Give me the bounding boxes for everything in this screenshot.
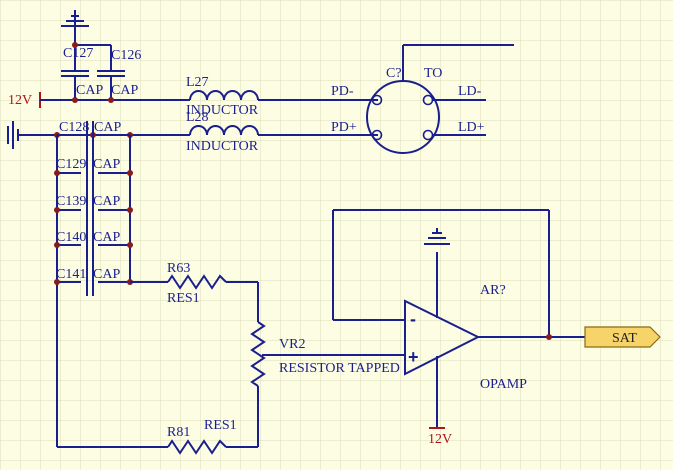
junction-dot	[127, 207, 133, 213]
inductor-l27[interactable]	[189, 90, 378, 101]
potentiometer-vr2[interactable]	[250, 321, 405, 447]
res1-top-label: RES1	[167, 291, 200, 306]
vr2-label: VR2	[279, 337, 305, 352]
c140-cap-label: CAP	[93, 230, 120, 245]
resistor-r63[interactable]	[130, 274, 259, 322]
pd-plus-label: PD+	[331, 120, 357, 135]
c128-label: C128	[59, 120, 89, 135]
c139-label: C139	[56, 194, 86, 209]
junction-dot	[546, 334, 552, 340]
junction-dot	[72, 97, 78, 103]
ld-minus-label: LD-	[458, 84, 482, 99]
c126-label: C126	[111, 48, 141, 63]
pd-minus-label: PD-	[331, 84, 354, 99]
c-q-label: C?	[386, 66, 402, 81]
junction-dot	[72, 42, 78, 48]
cap-label-b: CAP	[111, 83, 138, 98]
opamp-label: OPAMP	[480, 377, 527, 392]
supply-12v-bottom-label: 12V	[428, 432, 452, 447]
c141-label: C141	[56, 267, 86, 282]
to-label: TO	[424, 66, 442, 81]
to-package-component[interactable]	[366, 44, 514, 154]
junction-dot	[54, 170, 60, 176]
junction-dot	[108, 97, 114, 103]
junction-dot	[54, 279, 60, 285]
opamp-minus-pin: -	[410, 309, 416, 329]
opamp-plus-pin: +	[408, 347, 419, 367]
power-port-12v-left[interactable]	[39, 92, 190, 108]
port-sat[interactable]	[584, 326, 661, 348]
capacitor-c127[interactable]	[61, 44, 125, 100]
ld-plus-label: LD+	[458, 120, 485, 135]
junction-dot	[127, 242, 133, 248]
c139-cap-label: CAP	[93, 194, 120, 209]
l27-label: L27	[186, 75, 209, 90]
junction-dot	[54, 207, 60, 213]
l28-type-label: INDUCTOR	[186, 139, 259, 154]
supply-12v-left-label: 12V	[8, 93, 32, 108]
resistor-tapped-label: RESISTOR TAPPED	[279, 361, 400, 376]
junction-dot	[54, 242, 60, 248]
ar-label: AR?	[480, 283, 506, 298]
c129-cap-label: CAP	[93, 157, 120, 172]
resistor-r81[interactable]	[57, 439, 258, 455]
junction-dot	[127, 170, 133, 176]
r81-label: R81	[167, 425, 190, 440]
c141-cap-label: CAP	[93, 267, 120, 282]
sat-port-label: SAT	[612, 331, 637, 346]
cap-label-a: CAP	[76, 83, 103, 98]
c127-label: C127	[63, 46, 93, 61]
inductor-l28[interactable]	[189, 125, 378, 136]
ground-symbol-opamp	[424, 228, 450, 245]
r63-label: R63	[167, 261, 190, 276]
opamp-ar[interactable]	[332, 209, 585, 428]
res1-bottom-label: RES1	[204, 418, 237, 433]
c140-label: C140	[56, 230, 86, 245]
c129-label: C129	[56, 157, 86, 172]
l27-type-label: INDUCTOR	[186, 103, 259, 118]
c128-cap-label: CAP	[94, 120, 121, 135]
ground-symbol-top	[61, 10, 89, 45]
l28-label: L28	[186, 110, 209, 125]
